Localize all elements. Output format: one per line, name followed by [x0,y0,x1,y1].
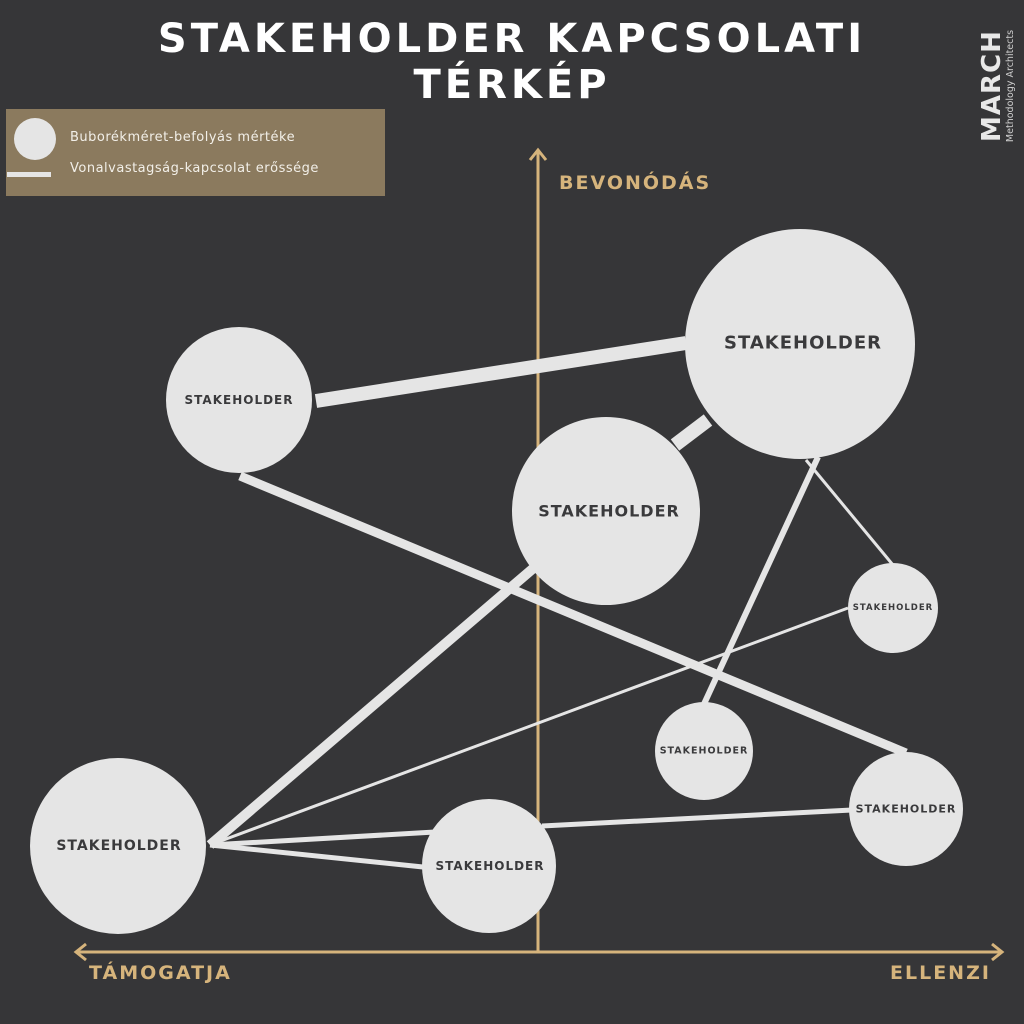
stakeholder-bubble [655,702,753,800]
x-axis-left-arrowhead [73,942,87,962]
x-axis-right-label: ELLENZI [890,962,991,984]
stakeholder-bubble [685,229,915,459]
stakeholder-label: STAKEHOLDER [724,332,882,354]
connection-line [314,336,688,408]
connections [206,336,908,870]
stakeholder-label: STAKEHOLDER [855,802,957,816]
connection-line [209,829,436,848]
y-axis-arrowhead [528,147,548,161]
connection-line [670,414,713,451]
connection-line [804,459,895,566]
stakeholder-bubble [849,752,963,866]
legend: Buborékméret-befolyás mértéke Vonalvasta… [6,109,385,196]
connection-line [209,842,424,870]
stakeholder-label: STAKEHOLDER [184,393,294,407]
stakeholder-label: STAKEHOLDER [538,501,680,521]
connection-line [206,562,540,849]
legend-bubble-swatch [14,118,56,160]
connection-line [209,606,849,847]
x-axis-right-arrowhead [991,942,1005,962]
title-line-1: STAKEHOLDER KAPCSOLATI [157,16,867,62]
title-line-2: TÉRKÉP [413,62,611,108]
stakeholder-bubble [30,758,206,934]
y-axis-label: BEVONÓDÁS [559,172,712,194]
stakeholder-label: STAKEHOLDER [659,745,749,757]
stakeholder-label: STAKEHOLDER [852,603,934,613]
stakeholder-label: STAKEHOLDER [435,859,545,873]
bubbles [30,229,963,934]
stakeholder-bubble [512,417,700,605]
stakeholder-label: STAKEHOLDER [56,838,182,854]
stakeholder-bubble [848,563,938,653]
stakeholder-bubble [166,327,312,473]
connection-line [541,807,853,829]
stakeholder-bubble [422,799,556,933]
legend-size-label: Buborékméret-befolyás mértéke [70,130,296,145]
legend-line-swatch [7,172,51,177]
connection-line [701,455,821,706]
connection-line [238,471,908,758]
legend-line-label: Vonalvastagság-kapcsolat erőssége [70,161,319,176]
page-title: STAKEHOLDER KAPCSOLATI TÉRKÉP [0,16,1024,108]
x-axis-left-label: TÁMOGATJA [89,962,232,984]
